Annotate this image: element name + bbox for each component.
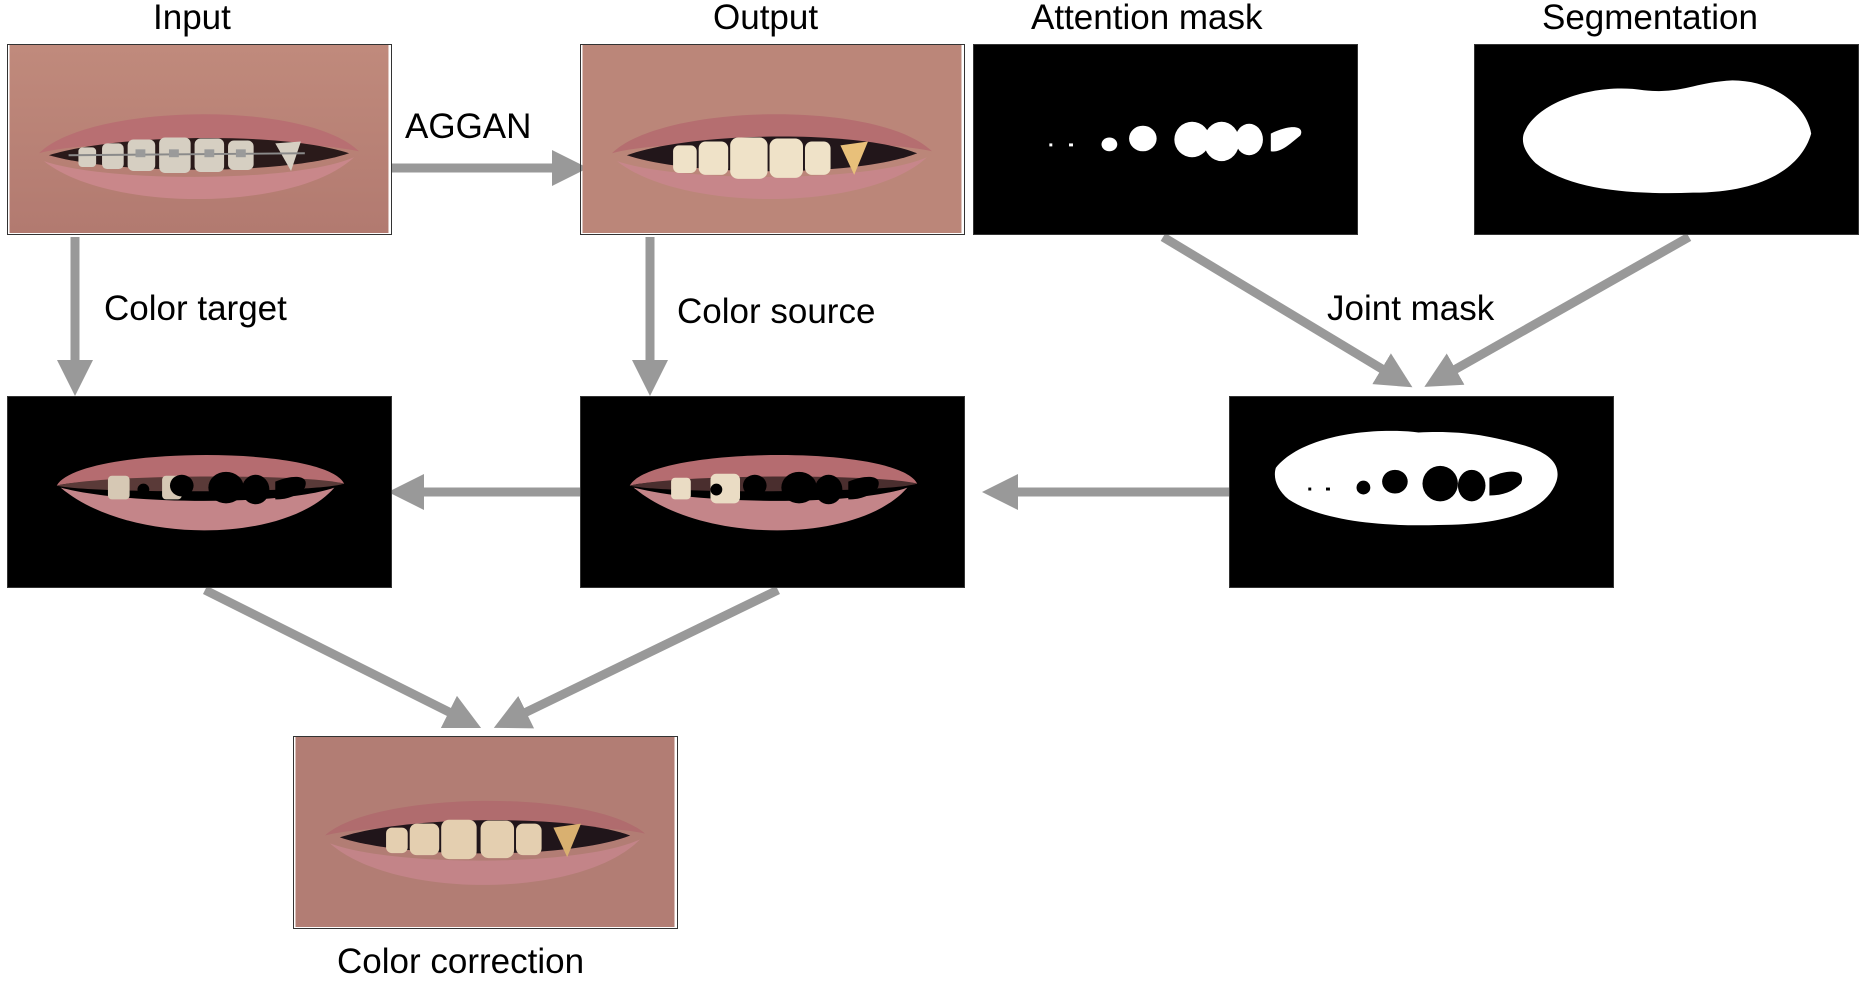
title-color-correction: Color correction [337, 942, 585, 981]
color-target-masked-image [7, 396, 392, 588]
title-attention-mask: Attention mask [1031, 0, 1263, 37]
arrow-source-to-correction [493, 585, 780, 729]
label-aggan: AGGAN [405, 107, 532, 146]
input-image [7, 44, 392, 235]
joint-mask-image [1229, 396, 1614, 588]
label-color-source: Color source [677, 292, 876, 331]
title-input: Input [153, 0, 231, 37]
color-correction-image [293, 736, 678, 929]
segmentation-image [1474, 44, 1859, 235]
color-source-masked-image [580, 396, 965, 588]
arrow-segmentation-to-joint [1424, 233, 1692, 387]
arrow-attention-to-joint [1160, 233, 1413, 388]
attention-mask-image [973, 44, 1358, 235]
title-segmentation: Segmentation [1542, 0, 1758, 37]
title-output: Output [713, 0, 819, 37]
label-color-target: Color target [104, 289, 287, 328]
output-image [580, 44, 965, 235]
arrow-target-to-correction [202, 585, 482, 729]
label-joint-mask: Joint mask [1327, 289, 1495, 328]
